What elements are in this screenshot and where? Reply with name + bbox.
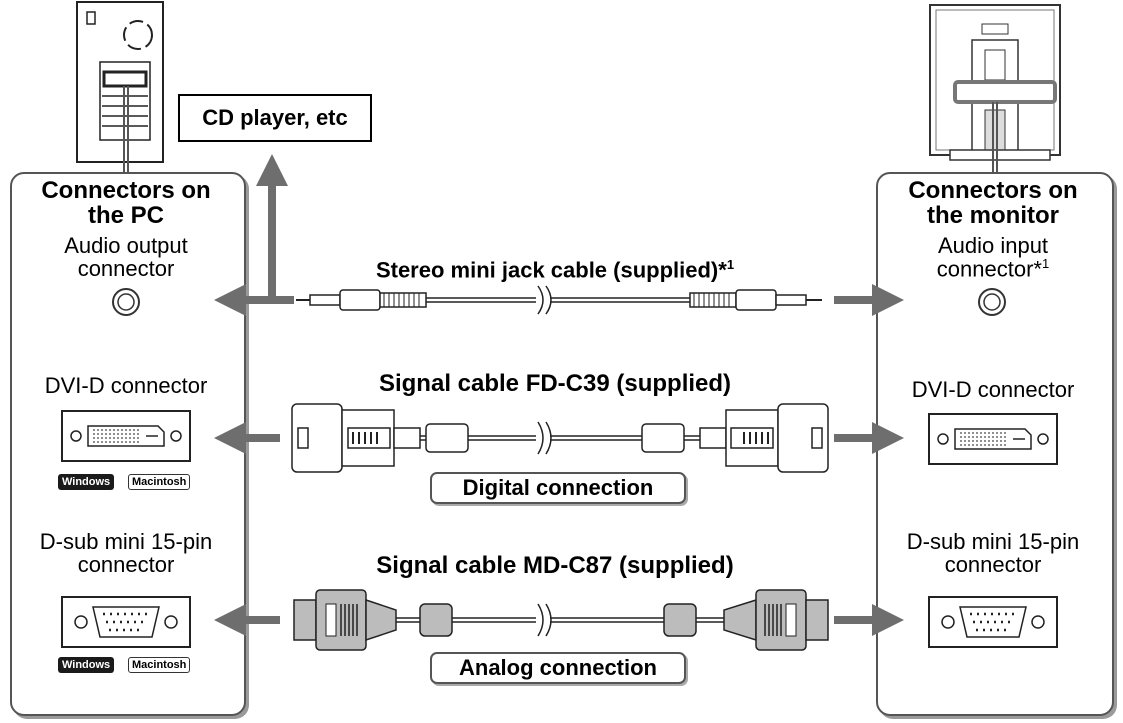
digital-connection-label: Digital connection: [430, 472, 686, 504]
monitor-audio-footnote: 1: [1041, 256, 1050, 272]
pc-dsub-label: D-sub mini 15-pin connector: [10, 530, 242, 576]
monitor-title-line2: the monitor: [927, 202, 1059, 230]
monitor-dvi-label: DVI-D connector: [911, 377, 1075, 402]
pc-dvi-label: DVI-D connector: [44, 373, 208, 398]
monitor-dsub-connector-icon: [928, 596, 1058, 648]
pc-dvi-connector-icon: [61, 410, 191, 462]
audio-arrows: [214, 154, 904, 316]
pc-dvi-macintosh-badge: Macintosh: [128, 474, 191, 490]
stereo-mini-jack-cable: [296, 285, 822, 315]
stereo-cable-footnote: 1: [726, 257, 735, 272]
stereo-cable-label: Stereo mini jack cable (supplied)*1: [290, 257, 820, 283]
monitor-title-line1: Connectors on: [908, 177, 1078, 204]
audio-output-connector-icon: [112, 288, 140, 316]
monitor-dsub-label: D-sub mini 15-pin connector: [876, 530, 1110, 576]
monitor-audio-line2-text: connector*: [936, 256, 1042, 282]
dsub-cable-label: Signal cable MD-C87 (supplied): [376, 552, 734, 579]
pc-title-line2: the PC: [87, 202, 164, 230]
pc-tower-illustration: [76, 1, 164, 174]
monitor-dsub-line2: connector: [944, 552, 1042, 578]
pc-audio-line1: Audio output: [64, 233, 188, 258]
pc-dsub-line1: D-sub mini 15-pin: [39, 529, 213, 554]
pc-panel-title: Connectors on the PC: [10, 177, 242, 230]
pc-title-line1: Connectors on: [41, 177, 211, 204]
pc-dsub-line2: connector: [77, 552, 175, 578]
cd-player-box: CD player, etc: [178, 94, 372, 142]
pc-audio-output-label: Audio output connector: [10, 234, 242, 280]
monitor-dvi-connector-icon: [928, 413, 1058, 465]
monitor-panel-title: Connectors on the monitor: [876, 177, 1110, 230]
stereo-cable-text: Stereo mini jack cable (supplied)*: [375, 257, 727, 283]
monitor-dsub-line1: D-sub mini 15-pin: [906, 529, 1080, 554]
monitor-audio-input-label: Audio input connector*1: [876, 234, 1110, 281]
monitor-audio-line2: connector*1: [876, 256, 1110, 282]
pc-dsub-windows-badge: Windows: [58, 657, 115, 673]
analog-connection-label: Analog connection: [430, 652, 686, 684]
pc-dsub-macintosh-badge: Macintosh: [128, 657, 191, 673]
dvi-signal-cable: [291, 403, 829, 473]
monitor-back-illustration: [929, 4, 1061, 174]
cd-player-label: CD player, etc: [202, 105, 348, 130]
pc-dsub-connector-icon: [61, 596, 191, 648]
pc-dvi-windows-badge: Windows: [58, 474, 115, 490]
pc-audio-line2: connector: [77, 256, 175, 282]
dvi-cable-label: Signal cable FD-C39 (supplied): [378, 370, 732, 397]
dsub-signal-cable: [293, 589, 829, 651]
audio-input-connector-icon: [978, 288, 1006, 316]
monitor-audio-line1: Audio input: [937, 233, 1049, 258]
